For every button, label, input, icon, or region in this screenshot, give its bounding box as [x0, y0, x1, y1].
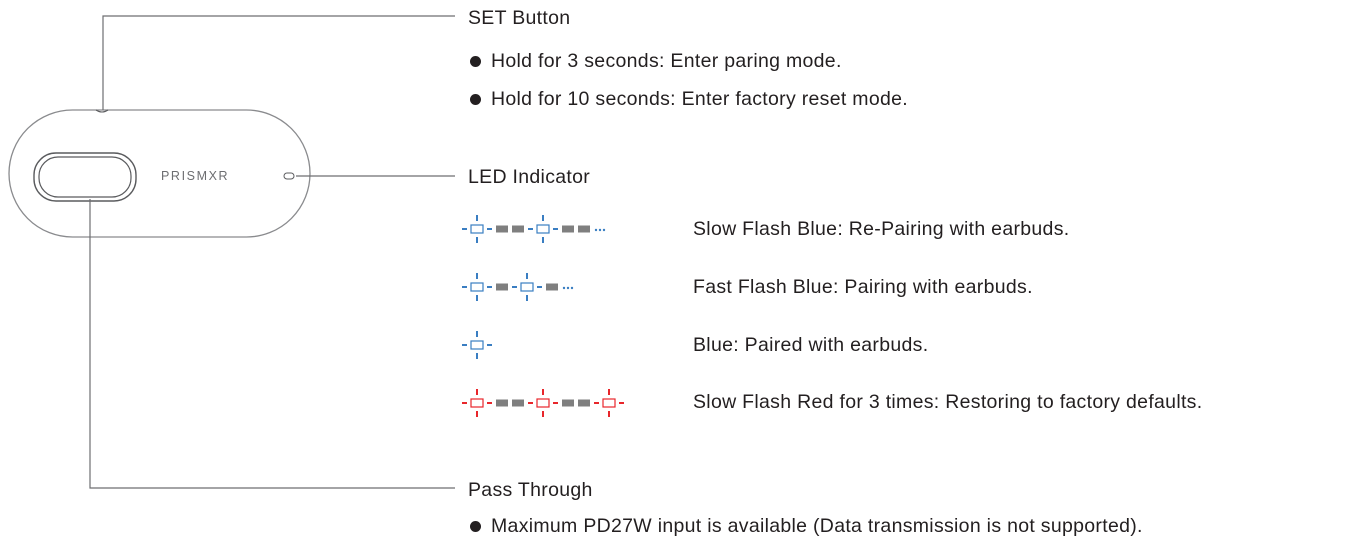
led-off-mark	[546, 283, 558, 291]
set-button-slot	[95, 109, 109, 113]
led-on-mark	[470, 224, 484, 234]
brand-logo: PRISMXR	[161, 169, 229, 183]
led-off-mark	[562, 225, 574, 233]
leader-lines	[89, 15, 455, 489]
led-off-mark	[512, 399, 524, 407]
led-row-4-description: Slow Flash Red for 3 times: Restoring to…	[693, 391, 1203, 413]
led-on-mark	[602, 398, 616, 408]
led-off-mark	[496, 283, 508, 291]
led-continue-dot	[602, 228, 606, 232]
led-continue-dot	[594, 228, 598, 232]
bullet-dot	[470, 94, 481, 105]
led-off-mark	[496, 399, 508, 407]
led-row-3-description: Blue: Paired with earbuds.	[693, 334, 929, 356]
led-indicator-title: LED Indicator	[468, 166, 591, 188]
set-button-item-2: Hold for 10 seconds: Enter factory reset…	[491, 88, 908, 110]
set-button-leader	[102, 15, 455, 110]
pass-through-port-outer	[33, 152, 137, 202]
led-off-mark	[562, 399, 574, 407]
device-body	[8, 109, 311, 238]
bullet-dot	[470, 56, 481, 67]
led-on-mark	[536, 398, 550, 408]
led-continue-dot	[570, 286, 574, 290]
led-continue-dot	[566, 286, 570, 290]
led-continue-dot	[598, 228, 602, 232]
led-on-mark	[470, 282, 484, 292]
led-continue-dot	[562, 286, 566, 290]
led-off-mark	[578, 225, 590, 233]
led-off-mark	[496, 225, 508, 233]
led-on-mark	[470, 398, 484, 408]
led-off-mark	[578, 399, 590, 407]
device-illustration: PRISMXR	[8, 109, 311, 238]
led-row-2-description: Fast Flash Blue: Pairing with earbuds.	[693, 276, 1033, 298]
led-on-mark	[520, 282, 534, 292]
led-on-mark	[536, 224, 550, 234]
pass-through-port-inner	[38, 156, 132, 198]
set-button-title: SET Button	[468, 7, 571, 29]
led-on-mark	[470, 340, 484, 350]
led-row-1-description: Slow Flash Blue: Re-Pairing with earbuds…	[693, 218, 1070, 240]
led-pattern-legend	[462, 215, 624, 417]
led-off-mark	[512, 225, 524, 233]
pass-through-title: Pass Through	[468, 479, 593, 501]
pass-through-leader	[89, 199, 455, 489]
set-button-item-1: Hold for 3 seconds: Enter paring mode.	[491, 50, 842, 72]
pass-through-item-1: Maximum PD27W input is available (Data t…	[491, 515, 1143, 537]
bullet-dot	[470, 521, 481, 532]
led-window	[283, 172, 295, 180]
